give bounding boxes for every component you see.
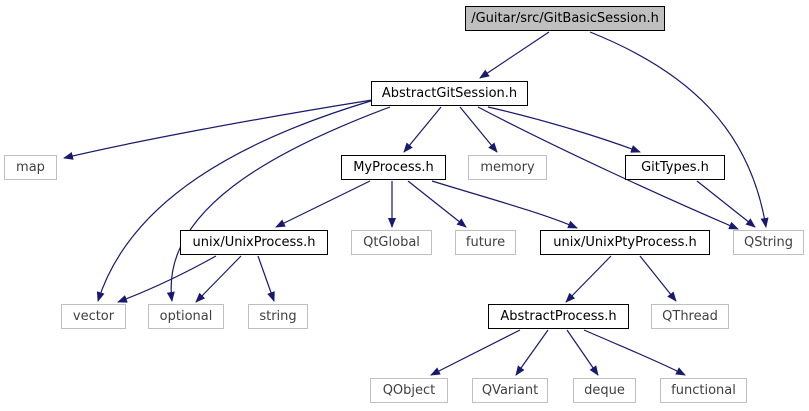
edge-myp-to-uup bbox=[275, 180, 371, 228]
edge-upty-to-abproc bbox=[565, 255, 612, 303]
edge-abproc-to-functional bbox=[583, 329, 686, 376]
node-root-file[interactable]: /Guitar/src/GitBasicSession.h bbox=[465, 6, 665, 31]
edge-gtypes-to-qstring bbox=[696, 180, 756, 228]
edge-abproc-to-qobject bbox=[430, 329, 521, 376]
edge-abproc-to-deque bbox=[566, 329, 599, 376]
edge-ags-to-optional bbox=[166, 106, 391, 302]
edge-myp-to-upty bbox=[431, 180, 578, 229]
edge-ags-to-vector bbox=[96, 99, 375, 302]
edge-ags-to-gtypes bbox=[487, 106, 641, 153]
node-qobject: QObject bbox=[370, 378, 448, 403]
node-abstract-process[interactable]: AbstractProcess.h bbox=[488, 304, 629, 329]
node-abstract-git-session[interactable]: AbstractGitSession.h bbox=[371, 81, 528, 106]
edge-root-to-ags bbox=[479, 31, 550, 79]
node-map: map bbox=[4, 155, 57, 180]
node-vector: vector bbox=[61, 304, 126, 329]
edge-ags-to-qstring bbox=[477, 106, 739, 230]
node-future: future bbox=[455, 230, 516, 255]
node-memory: memory bbox=[468, 155, 547, 180]
node-qstring: QString bbox=[733, 230, 804, 255]
node-qtglobal: QtGlobal bbox=[351, 230, 432, 255]
node-qvariant: QVariant bbox=[472, 378, 548, 403]
node-git-types[interactable]: GitTypes.h bbox=[625, 155, 725, 180]
edge-myp-to-future bbox=[407, 180, 467, 228]
node-string: string bbox=[248, 304, 308, 329]
node-qthread: QThread bbox=[651, 304, 729, 329]
edge-ags-to-map bbox=[63, 99, 373, 160]
node-deque: deque bbox=[573, 378, 636, 403]
edge-uup-to-optional bbox=[195, 255, 242, 303]
edge-ags-to-myp bbox=[403, 106, 442, 153]
node-optional: optional bbox=[148, 304, 224, 329]
node-my-process[interactable]: MyProcess.h bbox=[341, 155, 446, 180]
node-functional: functional bbox=[660, 378, 747, 403]
edge-uup-to-vector bbox=[117, 255, 217, 303]
edge-upty-to-qthread bbox=[639, 255, 677, 302]
edge-ags-to-memory bbox=[459, 106, 498, 153]
edge-uup-to-string bbox=[257, 255, 275, 302]
node-unix-process[interactable]: unix/UnixProcess.h bbox=[180, 230, 328, 255]
node-unix-pty-process[interactable]: unix/UnixPtyProcess.h bbox=[540, 230, 710, 255]
edge-abproc-to-qvariant bbox=[515, 329, 549, 376]
edge-root-to-qstring bbox=[589, 31, 769, 228]
